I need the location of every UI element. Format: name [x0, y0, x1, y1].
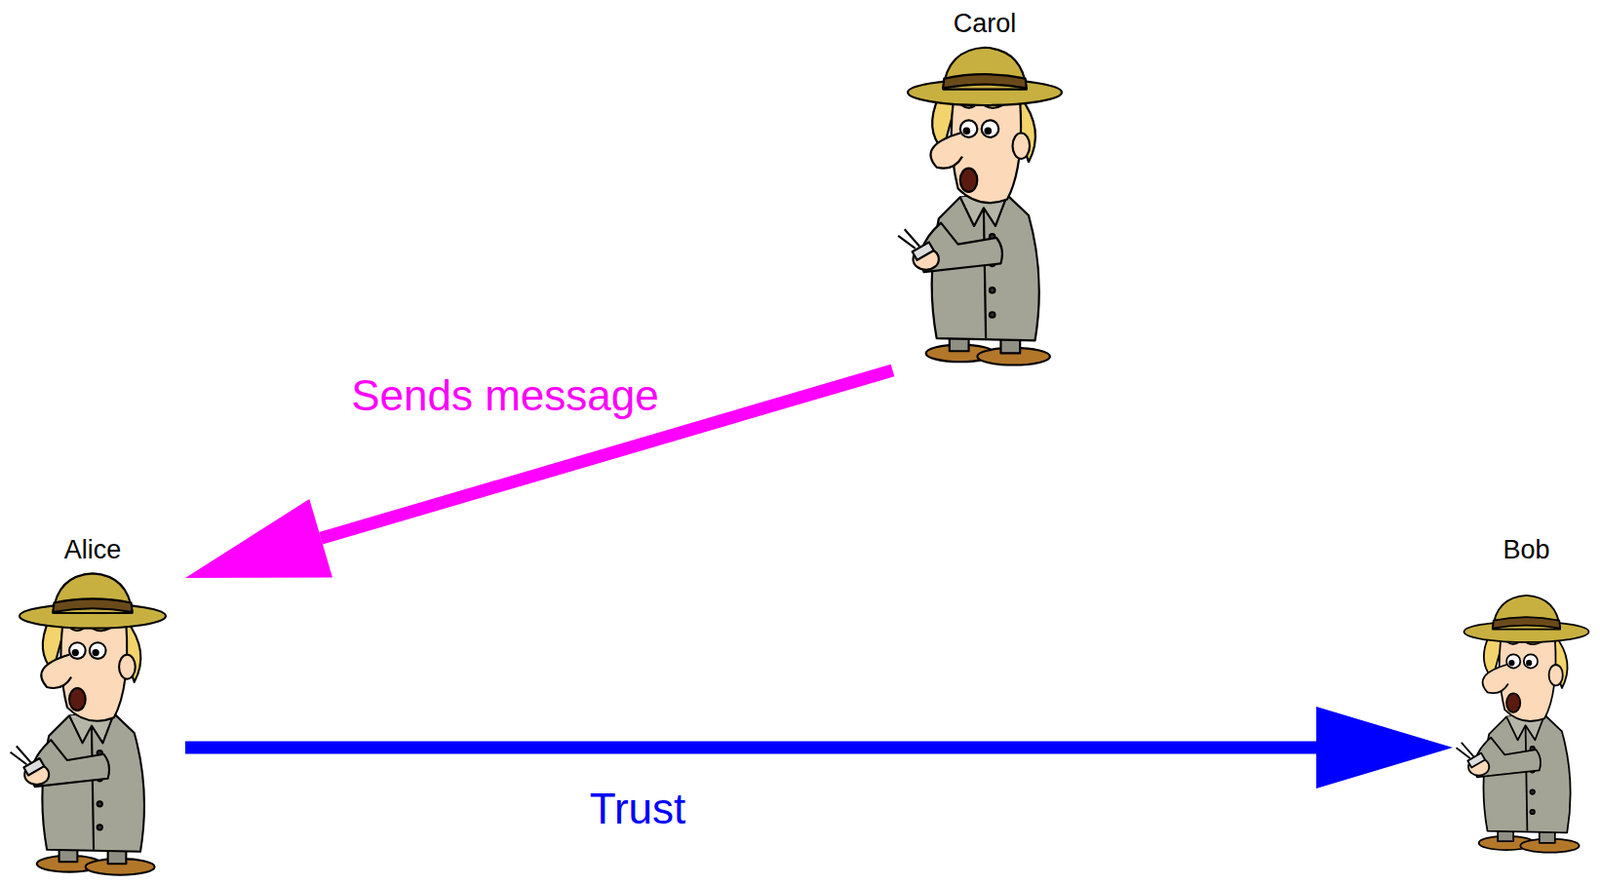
spy-illustration	[1452, 565, 1600, 881]
spy-illustration	[0, 565, 186, 881]
arrow-head	[185, 499, 333, 579]
agent-figure: Bob	[1452, 534, 1600, 881]
arrow-shaft	[320, 370, 893, 539]
spy-illustration	[882, 39, 1088, 371]
arrow-connector	[185, 370, 894, 579]
arrow-shaft	[185, 741, 1317, 755]
person-name: Alice	[64, 534, 122, 566]
spy-figure	[10, 573, 166, 875]
person-name: Bob	[1502, 534, 1550, 566]
arrow-head	[1316, 706, 1453, 789]
arrow-connector	[185, 706, 1453, 789]
edge-label: Sends message	[351, 371, 660, 421]
agent-figure: Alice	[0, 534, 186, 881]
spy-figure	[897, 47, 1062, 366]
edge-label: Trust	[589, 784, 687, 834]
spy-figure	[1456, 595, 1590, 854]
agent-figure: Carol	[882, 7, 1088, 371]
person-name: Carol	[953, 7, 1017, 40]
